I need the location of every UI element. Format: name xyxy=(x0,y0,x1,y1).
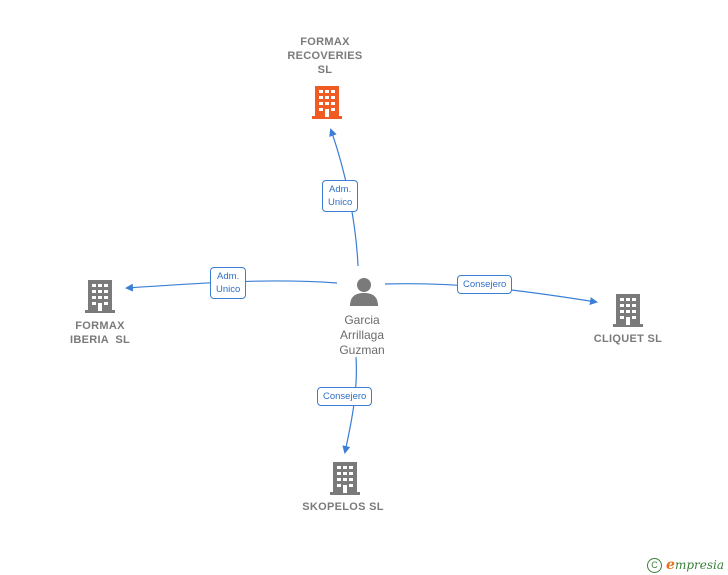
building-icon-formax-iberia[interactable] xyxy=(84,278,116,314)
node-label-formax-recoveries[interactable]: FORMAX RECOVERIES SL xyxy=(265,35,385,77)
person-label[interactable]: Garcia Arrillaga Guzman xyxy=(312,313,412,358)
footer-brand: C empresia xyxy=(647,557,724,573)
label-line: IBERIA SL xyxy=(69,334,131,346)
node-label-cliquet[interactable]: CLIQUET SL xyxy=(578,332,678,346)
building-icon-cliquet[interactable] xyxy=(612,292,644,328)
label-line: SKOPELOS SL xyxy=(302,501,384,513)
edge-label-line: Consejero xyxy=(323,391,367,402)
edge-label-to-iberia: Adm. Unico xyxy=(210,267,247,299)
node-label-formax-iberia[interactable]: FORMAX IBERIA SL xyxy=(50,319,150,347)
label-line: Garcia xyxy=(344,313,380,327)
brand-logo[interactable]: empresia xyxy=(666,557,724,573)
edge-label-line: Consejero xyxy=(463,279,507,290)
building-icon-formax-recoveries[interactable] xyxy=(311,84,343,120)
label-line: CLIQUET SL xyxy=(593,333,663,345)
edge-label-line: Unico xyxy=(216,284,241,295)
edge-label-to-skopelos: Consejero xyxy=(317,387,373,406)
label-line: FORMAX xyxy=(300,36,350,48)
label-line: RECOVERIES xyxy=(287,50,363,62)
label-line: SL xyxy=(317,64,333,76)
brand-name: mpresia xyxy=(674,558,724,572)
edge-label-to-recoveries: Adm. Unico xyxy=(322,180,359,212)
label-line: Arrillaga xyxy=(339,328,384,342)
copyright-icon: C xyxy=(647,557,663,573)
person-icon[interactable] xyxy=(348,276,380,308)
edge-label-line: Unico xyxy=(328,197,353,208)
brand-initial: e xyxy=(666,557,675,573)
label-line: FORMAX xyxy=(75,320,125,332)
edge-label-to-cliquet: Consejero xyxy=(457,275,513,294)
edge-label-line: Adm. xyxy=(329,184,352,195)
label-line: Guzman xyxy=(339,343,385,357)
node-label-skopelos[interactable]: SKOPELOS SL xyxy=(293,500,393,514)
building-icon-skopelos[interactable] xyxy=(329,460,361,496)
edge-label-line: Adm. xyxy=(217,271,240,282)
